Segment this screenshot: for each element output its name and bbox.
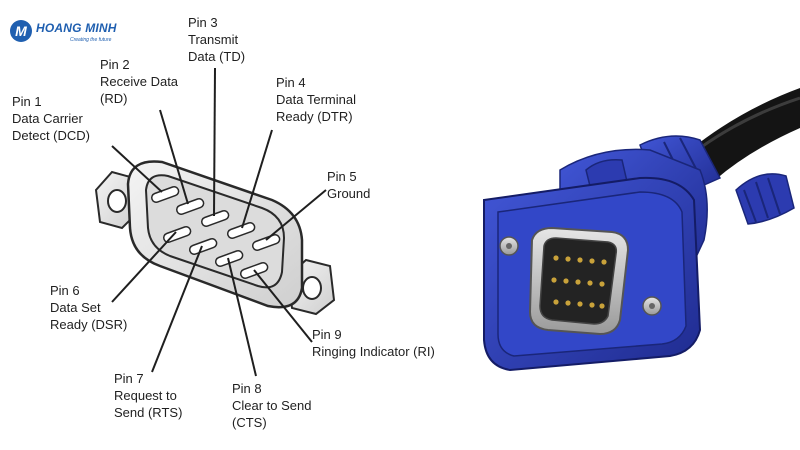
pin-3-detail: Data (TD) xyxy=(188,49,246,64)
db9-connector xyxy=(94,160,336,316)
pin-6-detail: Ready (DSR) xyxy=(50,317,128,332)
pin-2-label: Pin 2 Receive Data (RD) xyxy=(100,56,178,107)
pin-row-top xyxy=(150,185,281,251)
leader-pin-6 xyxy=(111,231,177,303)
brand-mark-icon: M xyxy=(10,20,32,42)
pin-7-number: Pin 7 xyxy=(114,371,144,386)
pin-3-label: Pin 3 Transmit Data (TD) xyxy=(188,14,245,65)
pin-3-number: Pin 3 xyxy=(188,15,218,30)
cable xyxy=(690,88,800,180)
pin-6-label: Pin 6 Data Set Ready (DSR) xyxy=(50,282,127,333)
pin-1-label: Pin 1 Data Carrier Detect (DCD) xyxy=(12,93,90,144)
pin-9-label: Pin 9 Ringing Indicator (RI) xyxy=(312,326,435,360)
brand-name: HOANG MINH xyxy=(36,21,117,35)
thumb-screw-right xyxy=(735,173,795,225)
pin-9-number: Pin 9 xyxy=(312,327,342,342)
pin-1-number: Pin 1 xyxy=(12,94,42,109)
pin-5-name: Ground xyxy=(327,186,371,201)
leader-pin-3 xyxy=(213,67,216,217)
pin-2-name: Receive Data xyxy=(100,74,179,89)
vga-pin-holes xyxy=(551,255,607,309)
leader-lines xyxy=(111,67,327,377)
pin-5-number: Pin 5 xyxy=(327,169,357,184)
pin-6-number: Pin 6 xyxy=(50,283,80,298)
leader-pin-9 xyxy=(253,269,313,343)
pin-4-detail: Ready (DTR) xyxy=(276,109,353,124)
pin-9-name: Ringing Indicator (RI) xyxy=(312,344,435,359)
pin-2-detail: (RD) xyxy=(100,91,128,106)
pin-8-label: Pin 8 Clear to Send (CTS) xyxy=(232,380,312,431)
pin-7-detail: Send (RTS) xyxy=(114,405,183,420)
leader-pin-4 xyxy=(241,129,273,229)
pin-5-label: Pin 5 Ground xyxy=(327,168,370,202)
brand-tagline: Creating the future xyxy=(70,37,112,43)
pin-1-detail: Detect (DCD) xyxy=(12,128,91,143)
pin-7-label: Pin 7 Request to Send (RTS) xyxy=(114,370,182,421)
leader-pin-7 xyxy=(151,245,203,373)
pin-8-number: Pin 8 xyxy=(232,381,262,396)
leader-pin-5 xyxy=(265,189,327,241)
vga-cable-illustration xyxy=(483,88,800,372)
pin-3-name: Transmit xyxy=(188,32,239,47)
leader-pin-1 xyxy=(111,145,163,193)
pin-1-name: Data Carrier xyxy=(12,111,83,126)
pin-2-number: Pin 2 xyxy=(100,57,130,72)
leader-pin-8 xyxy=(227,257,257,377)
pin-8-name: Clear to Send xyxy=(232,398,312,413)
pin-4-number: Pin 4 xyxy=(276,75,306,90)
pin-6-name: Data Set xyxy=(50,300,101,315)
connector-shell xyxy=(144,174,286,289)
brand-logo: M HOANG MINH Creating the future xyxy=(10,18,150,48)
pin-7-name: Request to xyxy=(114,388,177,403)
pin-4-label: Pin 4 Data Terminal Ready (DTR) xyxy=(276,74,356,125)
pin-4-name: Data Terminal xyxy=(276,92,356,107)
pin-8-detail: (CTS) xyxy=(232,415,267,430)
leader-pin-2 xyxy=(159,109,189,205)
